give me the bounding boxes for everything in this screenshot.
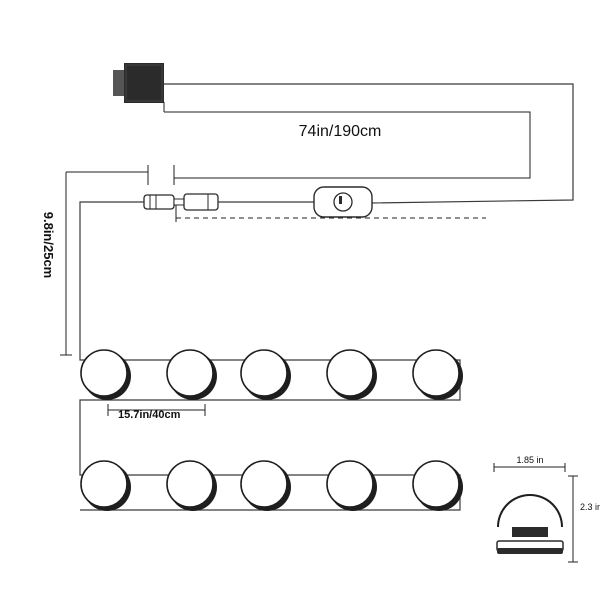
cable-connector	[143, 193, 219, 211]
bulb-bottom-5	[412, 460, 463, 511]
cable-length-label: 74in/190cm	[299, 123, 382, 140]
horizontal-spacing-dimension	[107, 404, 206, 416]
bulb-width-label: 1.85 in	[516, 455, 543, 465]
vertical-spacing-dimension	[60, 172, 72, 356]
connector-ticks	[66, 165, 175, 185]
bulb-bottom-3	[240, 460, 291, 511]
bulb-bottom-4	[326, 460, 377, 511]
bulb-top-4	[326, 349, 377, 400]
bulb-top-3	[240, 349, 291, 400]
horizontal-spacing-label: 15.7in/40cm	[118, 409, 181, 421]
cable-length-dimension	[163, 102, 531, 179]
bulb-bottom-1	[80, 460, 131, 511]
usb-plug	[113, 63, 164, 103]
inline-switch	[218, 186, 373, 218]
bulb-top-2	[166, 349, 217, 400]
bulb-top-5	[412, 349, 463, 400]
bulb-top-1	[80, 349, 131, 400]
bulb-height-label: 2.3 in	[580, 502, 600, 512]
vertical-spacing-label: 9.8in/25cm	[41, 212, 56, 279]
power-cable	[164, 83, 574, 204]
bulb-bottom-2	[166, 460, 217, 511]
bulb-grid	[80, 349, 463, 511]
bulb-detail: 1.85 in 2.3 in	[493, 455, 600, 563]
